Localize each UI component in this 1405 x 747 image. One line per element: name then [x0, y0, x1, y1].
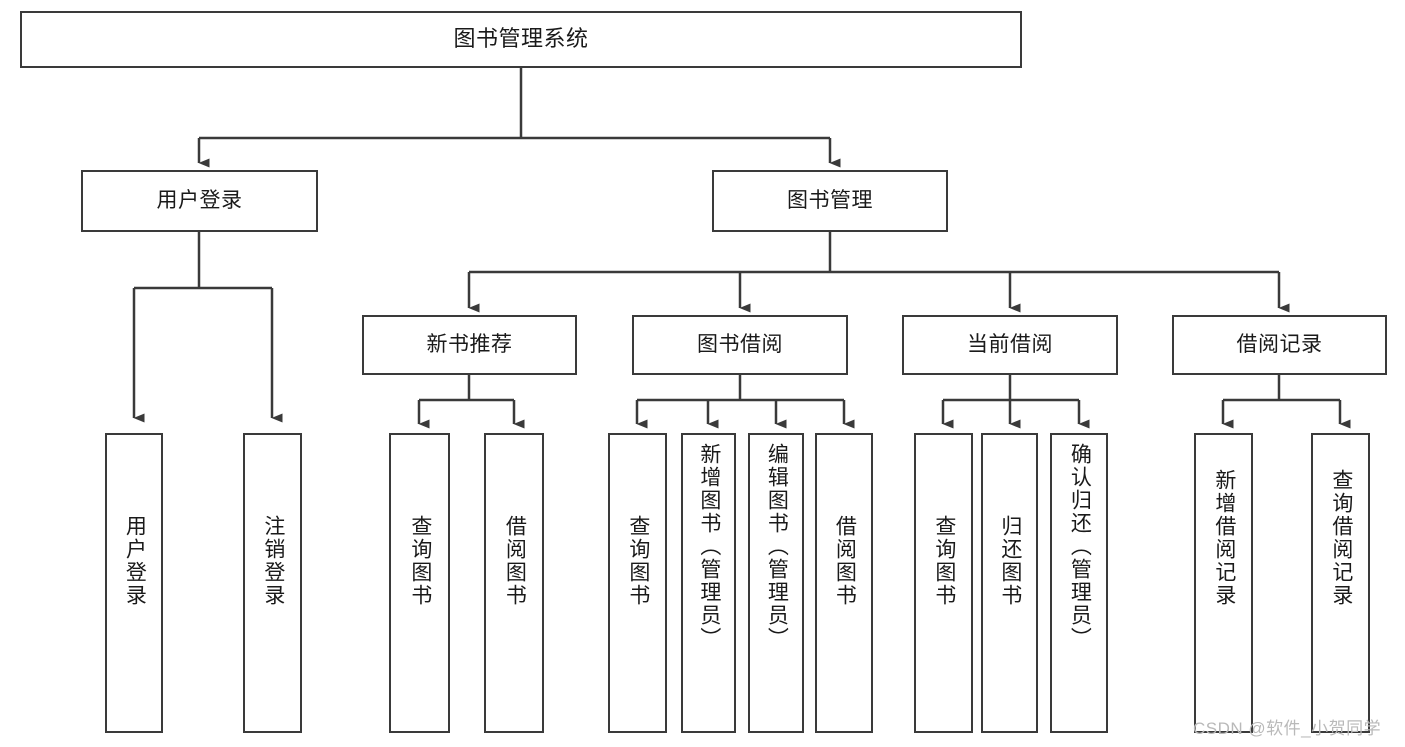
- node-current-borrow[interactable]: 当前借阅: [902, 315, 1118, 375]
- leaf-current-query-book[interactable]: 查询图书: [914, 433, 973, 733]
- leaf-borrow-edit-book-admin[interactable]: 编辑图书（管理员）: [748, 433, 804, 733]
- node-label: 新增借阅记录: [1212, 469, 1236, 607]
- leaf-current-return-book[interactable]: 归还图书: [981, 433, 1038, 733]
- node-label: 用户登录: [156, 189, 243, 213]
- node-label: 借阅记录: [1236, 333, 1323, 357]
- node-new-book-recommend[interactable]: 新书推荐: [362, 315, 577, 375]
- node-root-system[interactable]: 图书管理系统: [20, 11, 1022, 68]
- leaf-record-query-record[interactable]: 查询借阅记录: [1311, 433, 1370, 733]
- node-book-management[interactable]: 图书管理: [712, 170, 948, 232]
- node-label: 确认归还（管理员）: [1068, 443, 1092, 650]
- leaf-borrow-add-book-admin[interactable]: 新增图书（管理员）: [681, 433, 736, 733]
- node-label: 新增图书（管理员）: [697, 443, 721, 650]
- node-user-login[interactable]: 用户登录: [81, 170, 318, 232]
- node-label: 图书管理系统: [453, 26, 589, 52]
- node-label: 图书借阅: [697, 333, 783, 357]
- leaf-borrow-borrow-book[interactable]: 借阅图书: [815, 433, 873, 733]
- node-label: 查询图书: [932, 515, 956, 607]
- leaf-borrow-query-book[interactable]: 查询图书: [608, 433, 667, 733]
- node-label: 借阅图书: [503, 515, 527, 607]
- watermark-label: CSDN @软件_小贺同学: [1193, 719, 1382, 738]
- node-book-borrow[interactable]: 图书借阅: [632, 315, 848, 375]
- node-label: 新书推荐: [426, 333, 513, 357]
- node-borrow-record[interactable]: 借阅记录: [1172, 315, 1387, 375]
- node-label: 查询图书: [626, 515, 650, 607]
- node-label: 用户登录: [123, 515, 147, 607]
- node-label: 查询借阅记录: [1329, 469, 1353, 607]
- node-label: 编辑图书（管理员）: [765, 443, 789, 650]
- node-label: 查询图书: [408, 515, 432, 607]
- node-label: 借阅图书: [833, 515, 857, 607]
- node-label: 归还图书: [998, 515, 1022, 607]
- leaf-current-confirm-return-admin[interactable]: 确认归还（管理员）: [1050, 433, 1108, 733]
- leaf-user-login-signin[interactable]: 用户登录: [105, 433, 163, 733]
- leaf-recommend-borrow-book[interactable]: 借阅图书: [484, 433, 544, 733]
- node-label: 注销登录: [261, 515, 285, 607]
- node-label: 当前借阅: [967, 333, 1053, 357]
- leaf-recommend-query-book[interactable]: 查询图书: [389, 433, 450, 733]
- leaf-record-add-record[interactable]: 新增借阅记录: [1194, 433, 1253, 733]
- leaf-user-login-signout[interactable]: 注销登录: [243, 433, 302, 733]
- node-label: 图书管理: [787, 189, 873, 213]
